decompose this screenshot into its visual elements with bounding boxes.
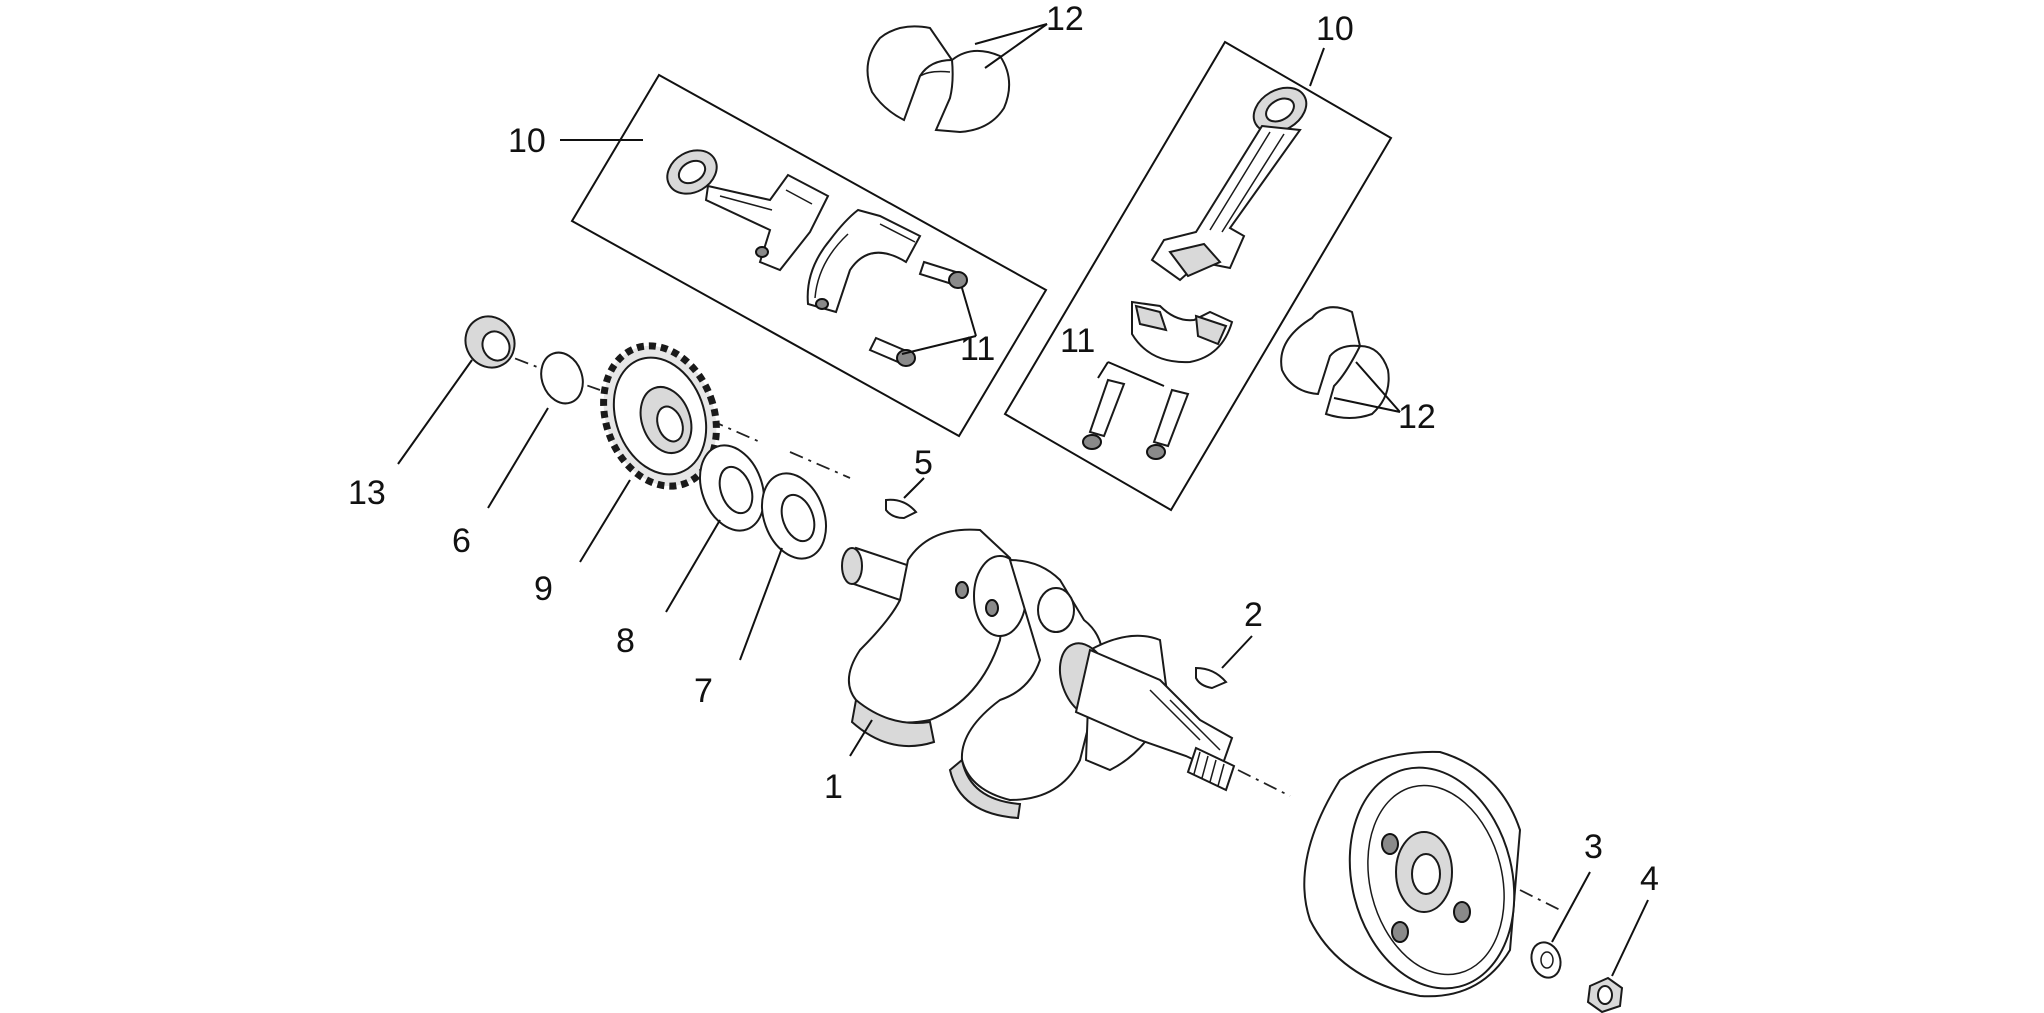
bearing-shells-top (866, 25, 1011, 134)
timing-gear-9 (600, 342, 720, 490)
crankshaft-1 (841, 528, 1236, 820)
callout-11-left: 11 (960, 330, 995, 368)
conrod-kit-right-box (1003, 40, 1393, 512)
callout-8: 8 (616, 622, 635, 660)
conrod-kit-left-box (570, 73, 1048, 438)
thrust-washer-8 (699, 444, 765, 532)
callout-12-top: 12 (1046, 0, 1084, 38)
callout-13: 13 (348, 474, 386, 512)
washer-7 (761, 472, 827, 560)
connecting-rod-left (666, 149, 830, 272)
callout-labels: 10 12 10 11 11 12 5 13 6 9 8 7 2 1 3 4 (348, 0, 1659, 898)
callout-12-right: 12 (1398, 398, 1436, 436)
callout-5: 5 (914, 444, 933, 482)
leader-lines (397, 23, 1649, 977)
washer-3 (1530, 941, 1562, 979)
woodruff-key-5 (885, 498, 918, 520)
bearing-shells-right (1280, 306, 1390, 419)
connecting-rod-right (1150, 86, 1308, 282)
o-ring-6 (540, 351, 584, 405)
conrod-bolts-right (1082, 378, 1190, 460)
woodruff-key-2 (1195, 666, 1228, 690)
conrod-bolts-left (868, 260, 968, 367)
callout-2: 2 (1244, 596, 1263, 634)
callout-6: 6 (452, 522, 471, 560)
callout-11-right: 11 (1060, 322, 1095, 360)
callout-9: 9 (534, 570, 553, 608)
callout-3: 3 (1584, 828, 1603, 866)
callout-10-right: 10 (1316, 10, 1354, 48)
nut-4 (1586, 976, 1624, 1013)
flywheel (1303, 750, 1522, 998)
callout-7: 7 (694, 672, 713, 710)
callout-4: 4 (1640, 860, 1659, 898)
conrod-cap-right (1131, 300, 1234, 364)
callout-10-left: 10 (508, 122, 546, 160)
conrod-cap-left (806, 208, 922, 314)
oil-seal-13 (464, 315, 516, 369)
callout-1: 1 (824, 768, 843, 806)
